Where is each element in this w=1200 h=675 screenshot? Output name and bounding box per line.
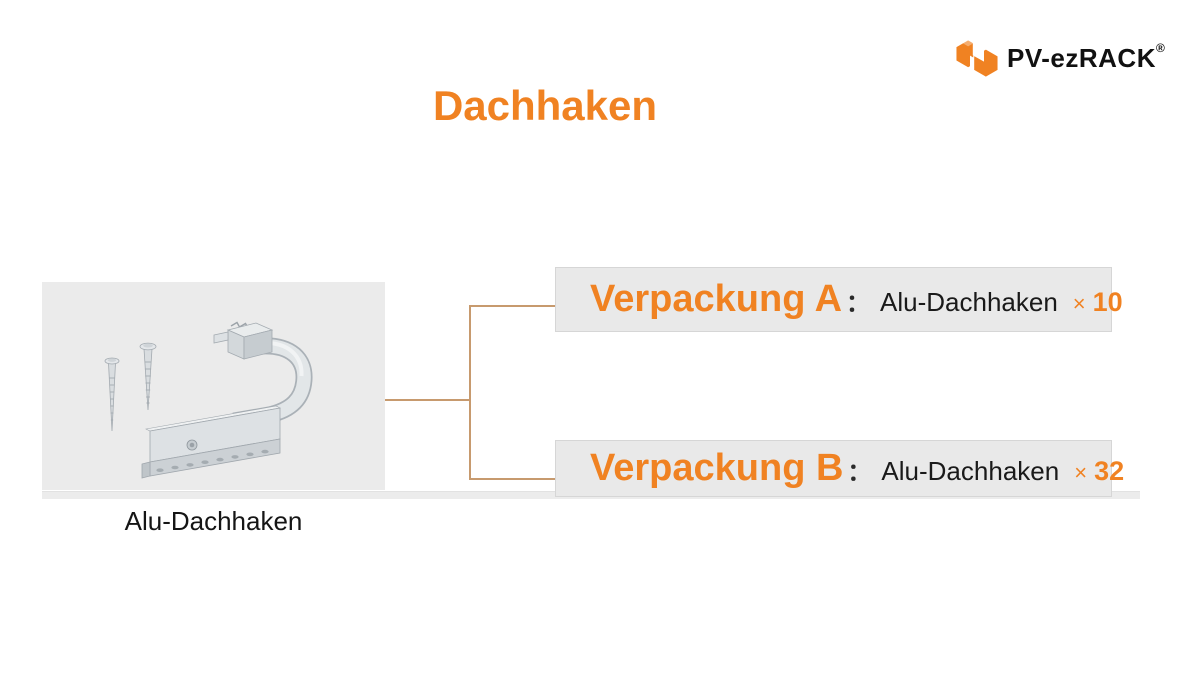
package-name: Verpackung B — [590, 447, 844, 489]
connector-line-vertical — [469, 305, 471, 480]
package-b-line: Verpackung B： Alu-Dachhaken ×32 — [590, 447, 1124, 490]
alu-dachhaken-illustration — [104, 321, 313, 479]
screw-icon — [104, 357, 120, 432]
page-title: Dachhaken — [432, 82, 658, 129]
brand-name: PV-ezRACK® — [1007, 40, 1166, 73]
multiplication-sign: × — [1074, 460, 1088, 485]
pv-ezrack-logo-icon — [956, 39, 998, 78]
package-name: Verpackung A — [590, 278, 843, 320]
package-quantity: 10 — [1092, 287, 1123, 317]
screw-icon — [139, 342, 157, 411]
product-caption: Alu-Dachhaken — [124, 506, 303, 536]
connector-line-from-image — [385, 399, 471, 401]
brand-logo: PV-ezRACK® — [956, 38, 1165, 78]
package-b-box: Verpackung B： Alu-Dachhaken ×32 — [555, 440, 1124, 497]
package-item: Alu-Dachhaken — [880, 287, 1058, 317]
registered-mark: ® — [1155, 40, 1166, 55]
package-quantity: 32 — [1094, 456, 1125, 486]
package-colon: ： — [846, 290, 871, 317]
package-colon: ： — [847, 459, 872, 486]
multiplication-sign: × — [1072, 291, 1086, 316]
package-a-box: Verpackung A： Alu-Dachhaken ×10 — [555, 267, 1123, 332]
connector-line-to-package-b — [469, 478, 555, 480]
package-item: Alu-Dachhaken — [881, 456, 1060, 486]
roof-hook-icon — [141, 321, 313, 479]
package-a-line: Verpackung A： Alu-Dachhaken ×10 — [590, 278, 1123, 321]
connector-line-to-package-a — [469, 305, 555, 307]
product-image-panel — [42, 282, 385, 490]
